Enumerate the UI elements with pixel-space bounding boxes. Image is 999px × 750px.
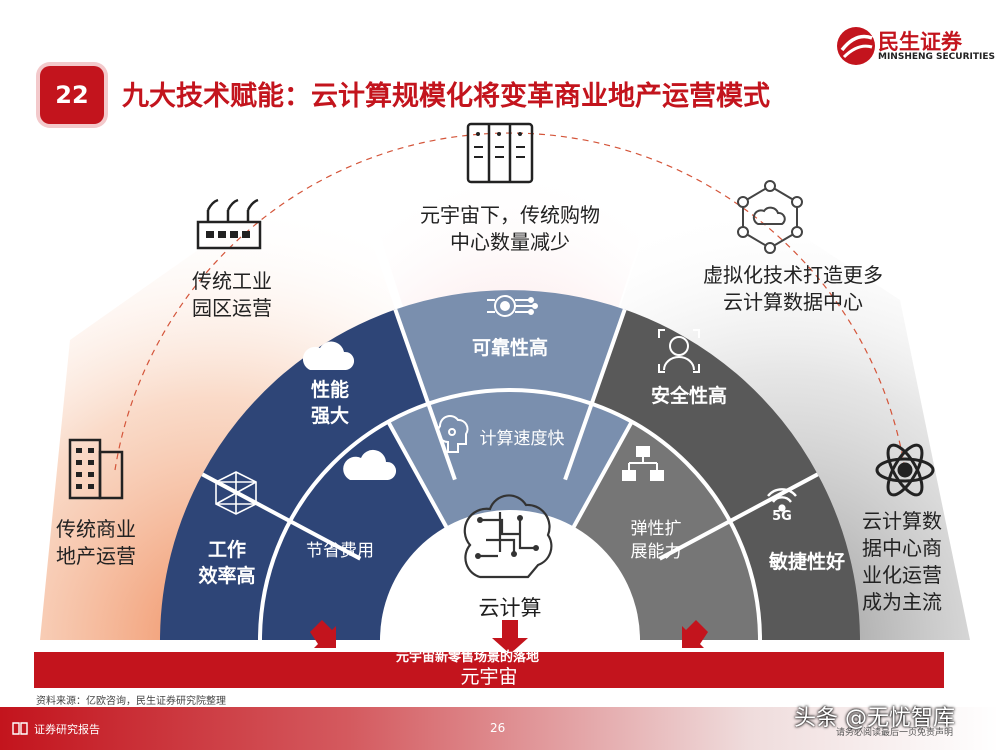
ring-label-performance: 性能 强大 [310,379,349,427]
book-icon [12,722,28,735]
sector-speed [388,390,632,537]
flowchart-icon [622,446,664,481]
center-label-cloud: 云计算 [478,596,542,620]
building-icon [68,438,124,500]
logo-mark-icon [837,27,875,65]
gear-circuit-icon [487,295,538,317]
arrows [310,620,708,654]
label-industrial-park: 传统工业 园区运营 [192,269,272,320]
label-datacenter-operation: 云计算数 据中心商 业化运营 成为主流 [862,509,942,614]
logo-name-cn: 民生证券 [878,30,962,54]
brain-chip-icon [437,415,469,453]
arrow-left [310,620,336,648]
page-title: 九大技术赋能：云计算规模化将变革商业地产运营模式 [122,81,770,112]
label-virtualization: 虚拟化技术打造更多 云计算数据中心 [703,263,883,314]
ring-label-cost-saving: 节省费用 [306,541,374,561]
wifi-5g-icon [767,488,797,512]
watermark: 头条 @无忧智库 [794,706,955,731]
metaverse-bar: 元宇宙 [34,652,944,688]
overlap-text: 元宇宙新零售场景的落地 [396,650,540,665]
factory-icon [196,198,262,250]
source-note: 资料来源：亿欧咨询，民生证券研究院整理 [36,696,226,707]
arrow-center [492,620,528,654]
footer-report-label: 证券研究报告 [34,723,100,736]
ring-label-speed: 计算速度快 [479,429,565,449]
5g-label: 5G [772,509,792,524]
ring-label-agility: 敏捷性好 [768,551,845,573]
label-commercial-real-estate: 传统商业 地产运营 [56,517,136,568]
ring-label-reliability: 可靠性高 [471,337,548,359]
brand-logo: 民生证券 MINSHENG SECURITIES [836,24,995,68]
bar-label: 元宇宙 [460,666,518,688]
logo-name-en: MINSHENG SECURITIES [878,52,995,62]
cloud-icon [302,341,355,370]
cloud-icon-small [343,449,397,480]
user-scan-icon [658,329,700,373]
footer-page-number: 26 [490,721,506,735]
network-cloud-icon [737,180,803,254]
ring-label-efficiency: 工作 效率高 [198,539,256,587]
ring-label-elastic: 弹性扩 展能力 [630,519,682,562]
arrow-right [682,620,708,648]
center-disc [380,510,640,640]
label-shopping-mall: 元宇宙下，传统购物 中心数量减少 [420,203,600,254]
ring-label-security: 安全性高 [650,385,727,407]
brain-circuit-icon [463,494,553,579]
footer: 证券研究报告 26 请务必阅读最后一页免责声明 [0,707,999,750]
server-rack-icon [466,122,534,184]
footer-disclaimer: 请务必阅读最后一页免责声明 [836,728,954,738]
atom-icon [875,443,935,497]
mesh-network-icon [215,471,257,515]
page-number-badge: 22 [40,66,104,124]
